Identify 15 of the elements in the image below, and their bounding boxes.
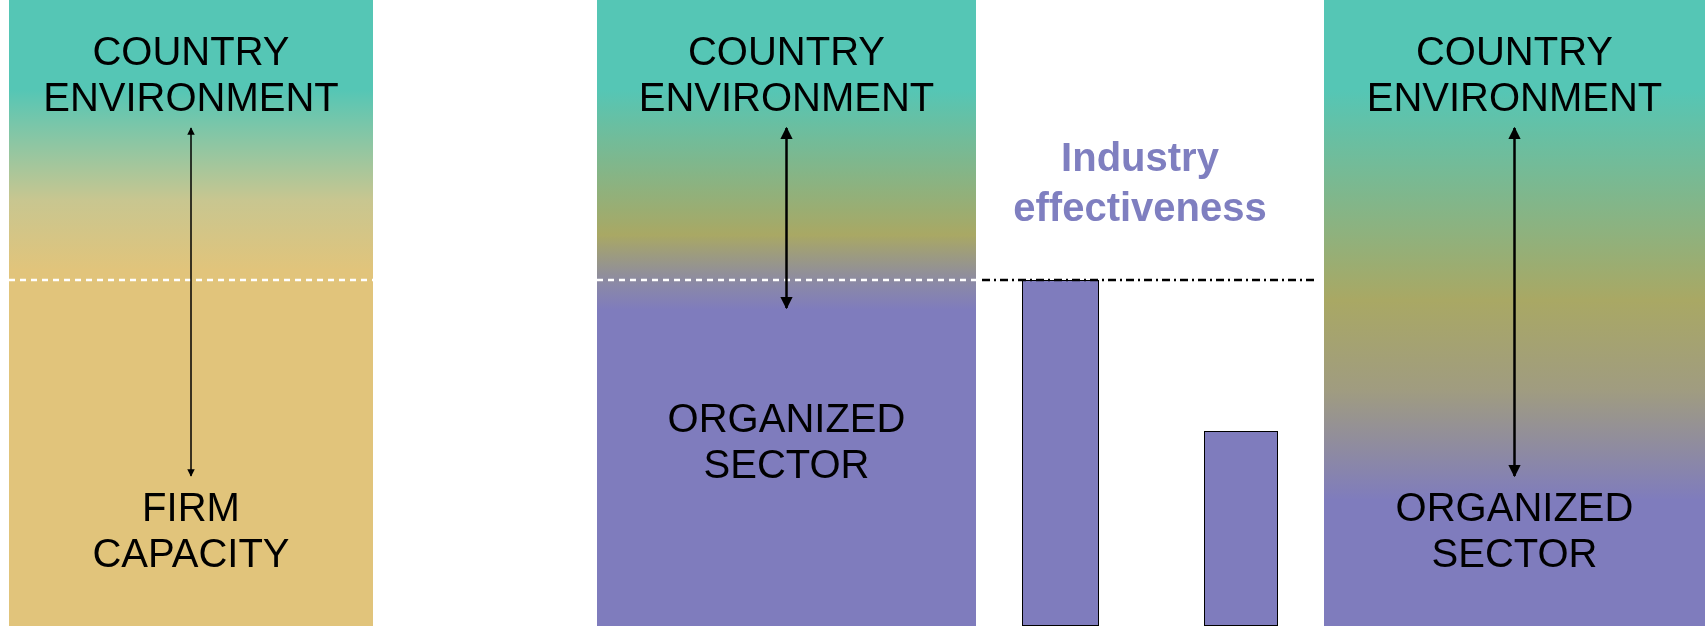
column-panel bbox=[597, 0, 976, 626]
column-panel bbox=[1324, 0, 1705, 626]
double-arrow bbox=[780, 126, 793, 310]
column-label: COUNTRY ENVIRONMENT bbox=[597, 28, 976, 120]
bar bbox=[1204, 431, 1278, 626]
column-label: FIRM CAPACITY bbox=[66, 484, 316, 576]
double-arrow bbox=[187, 127, 195, 477]
chart-label: Industry effectiveness bbox=[1012, 134, 1268, 231]
bar bbox=[1022, 280, 1099, 626]
column-label: COUNTRY ENVIRONMENT bbox=[1324, 28, 1705, 120]
column-panel bbox=[9, 0, 373, 626]
double-arrow bbox=[1508, 126, 1521, 478]
column-label: ORGANIZED SECTOR bbox=[597, 395, 976, 487]
column-label: COUNTRY ENVIRONMENT bbox=[9, 28, 373, 120]
column-label: ORGANIZED SECTOR bbox=[1324, 484, 1705, 576]
